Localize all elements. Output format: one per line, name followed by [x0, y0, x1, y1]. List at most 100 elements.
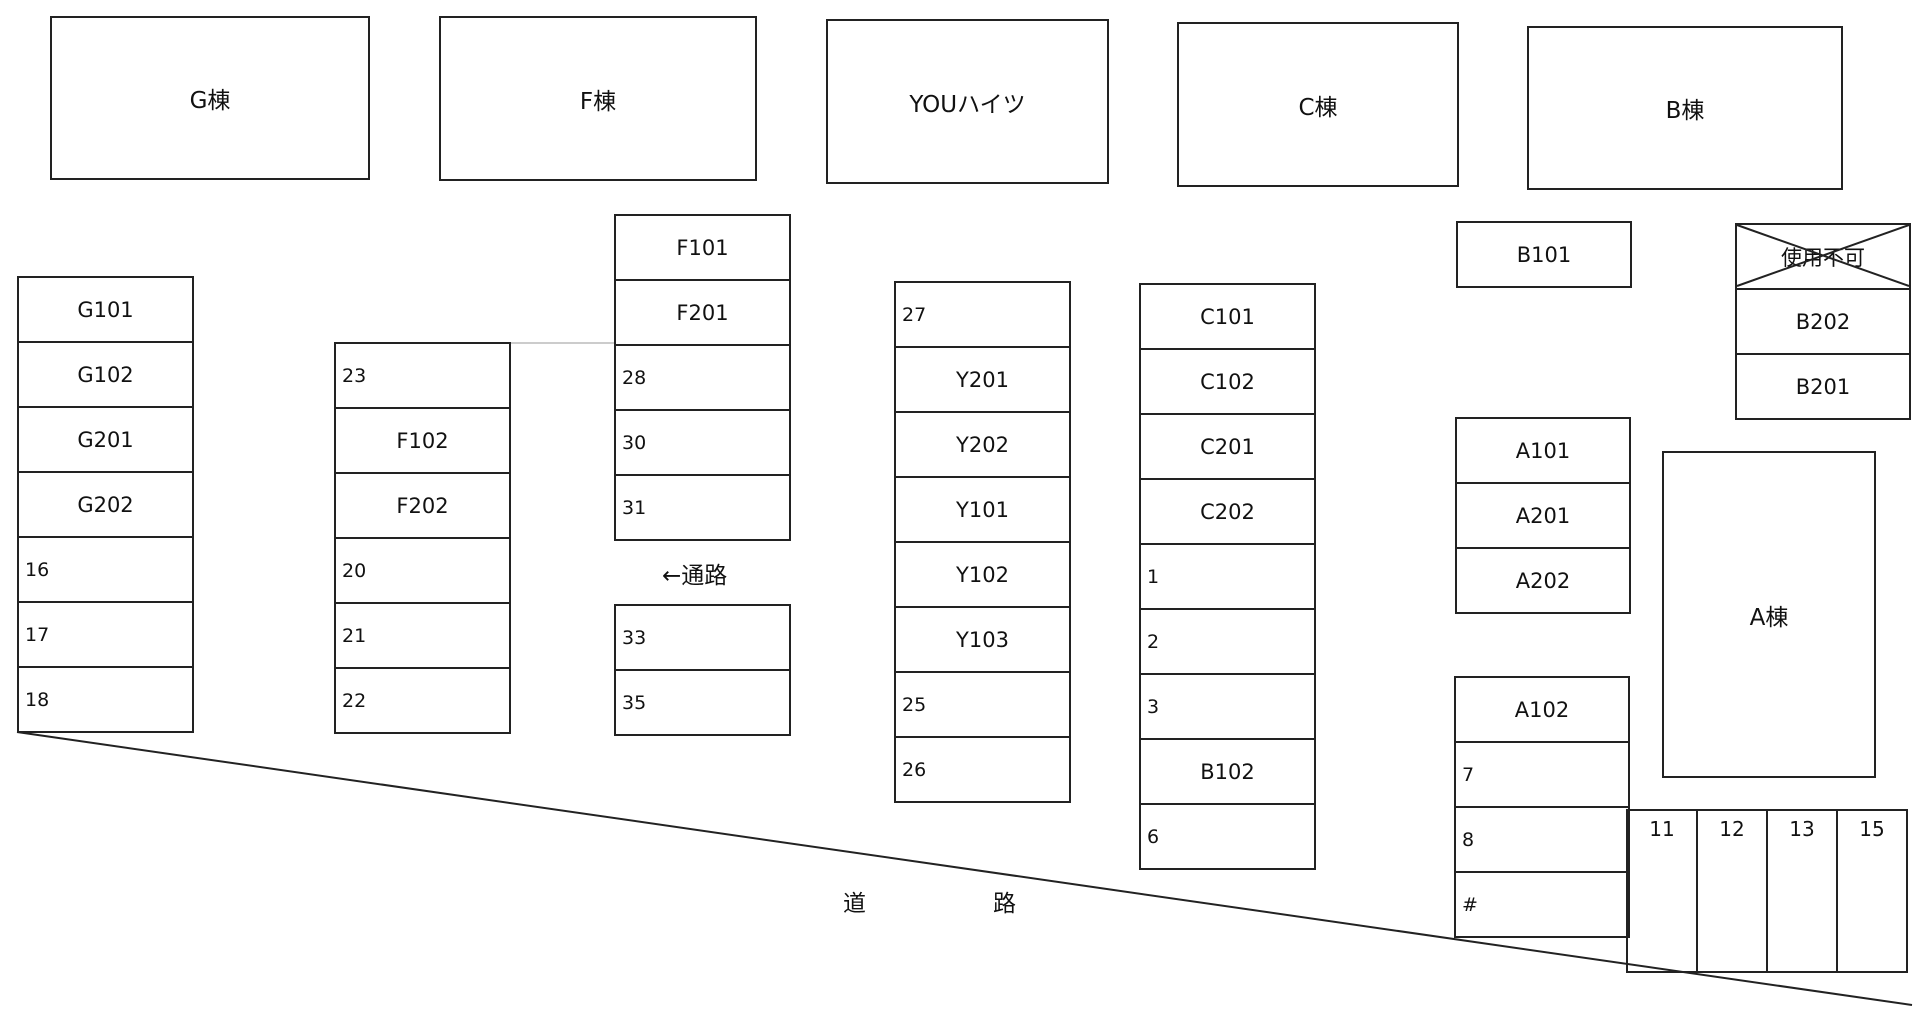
- building-g-label: G棟: [189, 88, 231, 114]
- parking-space: 20: [336, 539, 509, 604]
- parking-space: G202: [19, 473, 192, 538]
- parking-space: C202: [1141, 480, 1314, 545]
- parking-space: 23: [336, 344, 509, 409]
- parking-space: B202: [1737, 290, 1909, 355]
- building-you-heights-label: YOUハイツ: [909, 91, 1026, 118]
- parking-space: 26: [896, 738, 1069, 803]
- parking-space-number: 15: [1859, 817, 1885, 841]
- parking-space-label: Y201: [956, 367, 1009, 392]
- parking-space: Y202: [896, 413, 1069, 478]
- road-edge-line: [16, 731, 1913, 1006]
- parking-space: A102: [1456, 678, 1628, 743]
- parking-space-number: 33: [622, 626, 647, 649]
- parking-space-number: 3: [1147, 695, 1160, 718]
- parking-space-label: G202: [77, 492, 134, 517]
- parking-space-number: 25: [902, 693, 927, 716]
- building-a-label: A棟: [1749, 604, 1789, 631]
- parking-space-label: G101: [77, 297, 134, 322]
- parking-space: 6: [1141, 805, 1314, 870]
- parking-space-horizontal: 15: [1836, 809, 1908, 973]
- parking-space: Y101: [896, 478, 1069, 543]
- building-f-label: F棟: [579, 88, 617, 115]
- parking-space-label: A201: [1515, 503, 1571, 528]
- parking-space: 3: [1141, 675, 1314, 740]
- parking-column-a-lower: A102 7 8 #: [1454, 676, 1630, 938]
- parking-space-label: A202: [1515, 568, 1571, 593]
- parking-space-number: #: [1462, 893, 1478, 916]
- parking-space-label: F102: [396, 428, 449, 453]
- parking-space: 1: [1141, 545, 1314, 610]
- building-g: G棟: [50, 16, 370, 180]
- parking-space-number: 30: [622, 431, 647, 454]
- parking-space: F202: [336, 474, 509, 539]
- parking-space: Y201: [896, 348, 1069, 413]
- parking-space: 35: [616, 671, 789, 736]
- parking-space-label: C102: [1200, 369, 1255, 394]
- parking-space: G201: [19, 408, 192, 473]
- parking-space-number: 23: [342, 364, 367, 387]
- parking-space: C201: [1141, 415, 1314, 480]
- parking-space: 21: [336, 604, 509, 669]
- building-a: A棟: [1662, 451, 1876, 778]
- parking-space-number: 28: [622, 366, 647, 389]
- parking-space-number: 7: [1462, 763, 1475, 786]
- parking-space-label: Y102: [956, 562, 1009, 587]
- parking-space-label: Y101: [956, 497, 1009, 522]
- parking-space-label: F201: [676, 300, 729, 325]
- parking-space: 31: [616, 476, 789, 541]
- parking-space: G101: [19, 278, 192, 343]
- parking-space: G102: [19, 343, 192, 408]
- parking-space: 27: [896, 283, 1069, 348]
- parking-space-number: 16: [25, 558, 50, 581]
- parking-space-number: 27: [902, 303, 927, 326]
- parking-space: B102: [1141, 740, 1314, 805]
- parking-space-number: 17: [25, 623, 50, 646]
- parking-space: 28: [616, 346, 789, 411]
- parking-space: 17: [19, 603, 192, 668]
- parking-space-number: 20: [342, 559, 367, 582]
- parking-space-label: B101: [1516, 242, 1572, 267]
- parking-space: F201: [616, 281, 789, 346]
- parking-space-number: 22: [342, 689, 367, 712]
- parking-space: C102: [1141, 350, 1314, 415]
- parking-space: A201: [1457, 484, 1629, 549]
- parking-space-number: 18: [25, 688, 50, 711]
- parking-space-number: 11: [1649, 817, 1675, 841]
- building-c: C棟: [1177, 22, 1459, 187]
- parking-space: 25: [896, 673, 1069, 738]
- parking-column-f-bottom: 33 35: [614, 604, 791, 736]
- passage-label: ←通路: [662, 563, 728, 589]
- parking-space-label: C201: [1200, 434, 1255, 459]
- building-b: B棟: [1527, 26, 1843, 190]
- parking-space: 7: [1456, 743, 1628, 808]
- parking-space: A101: [1457, 419, 1629, 484]
- parking-space-number: 12: [1719, 817, 1745, 841]
- parking-space: F101: [616, 216, 789, 281]
- parking-space-number: 6: [1147, 825, 1160, 848]
- parking-space-number: 21: [342, 624, 367, 647]
- parking-space: C101: [1141, 285, 1314, 350]
- parking-space-label: B201: [1795, 374, 1851, 399]
- parking-space: 30: [616, 411, 789, 476]
- parking-space-label: G102: [77, 362, 134, 387]
- road-label-char-1: 道: [843, 891, 866, 917]
- parking-space: Y103: [896, 608, 1069, 673]
- unavailable-cross-line-2: [1736, 224, 1910, 287]
- parking-space-number: 8: [1462, 828, 1475, 851]
- parking-space-label: Y202: [956, 432, 1009, 457]
- building-c-label: C棟: [1298, 94, 1338, 121]
- parking-space: B101: [1458, 223, 1630, 288]
- parking-space-label: B202: [1795, 309, 1851, 334]
- parking-space-label: C202: [1200, 499, 1255, 524]
- parking-space-label: G201: [77, 427, 134, 452]
- parking-space: A202: [1457, 549, 1629, 614]
- parking-space: 33: [616, 606, 789, 671]
- parking-space: 8: [1456, 808, 1628, 873]
- parking-space-number: 26: [902, 758, 927, 781]
